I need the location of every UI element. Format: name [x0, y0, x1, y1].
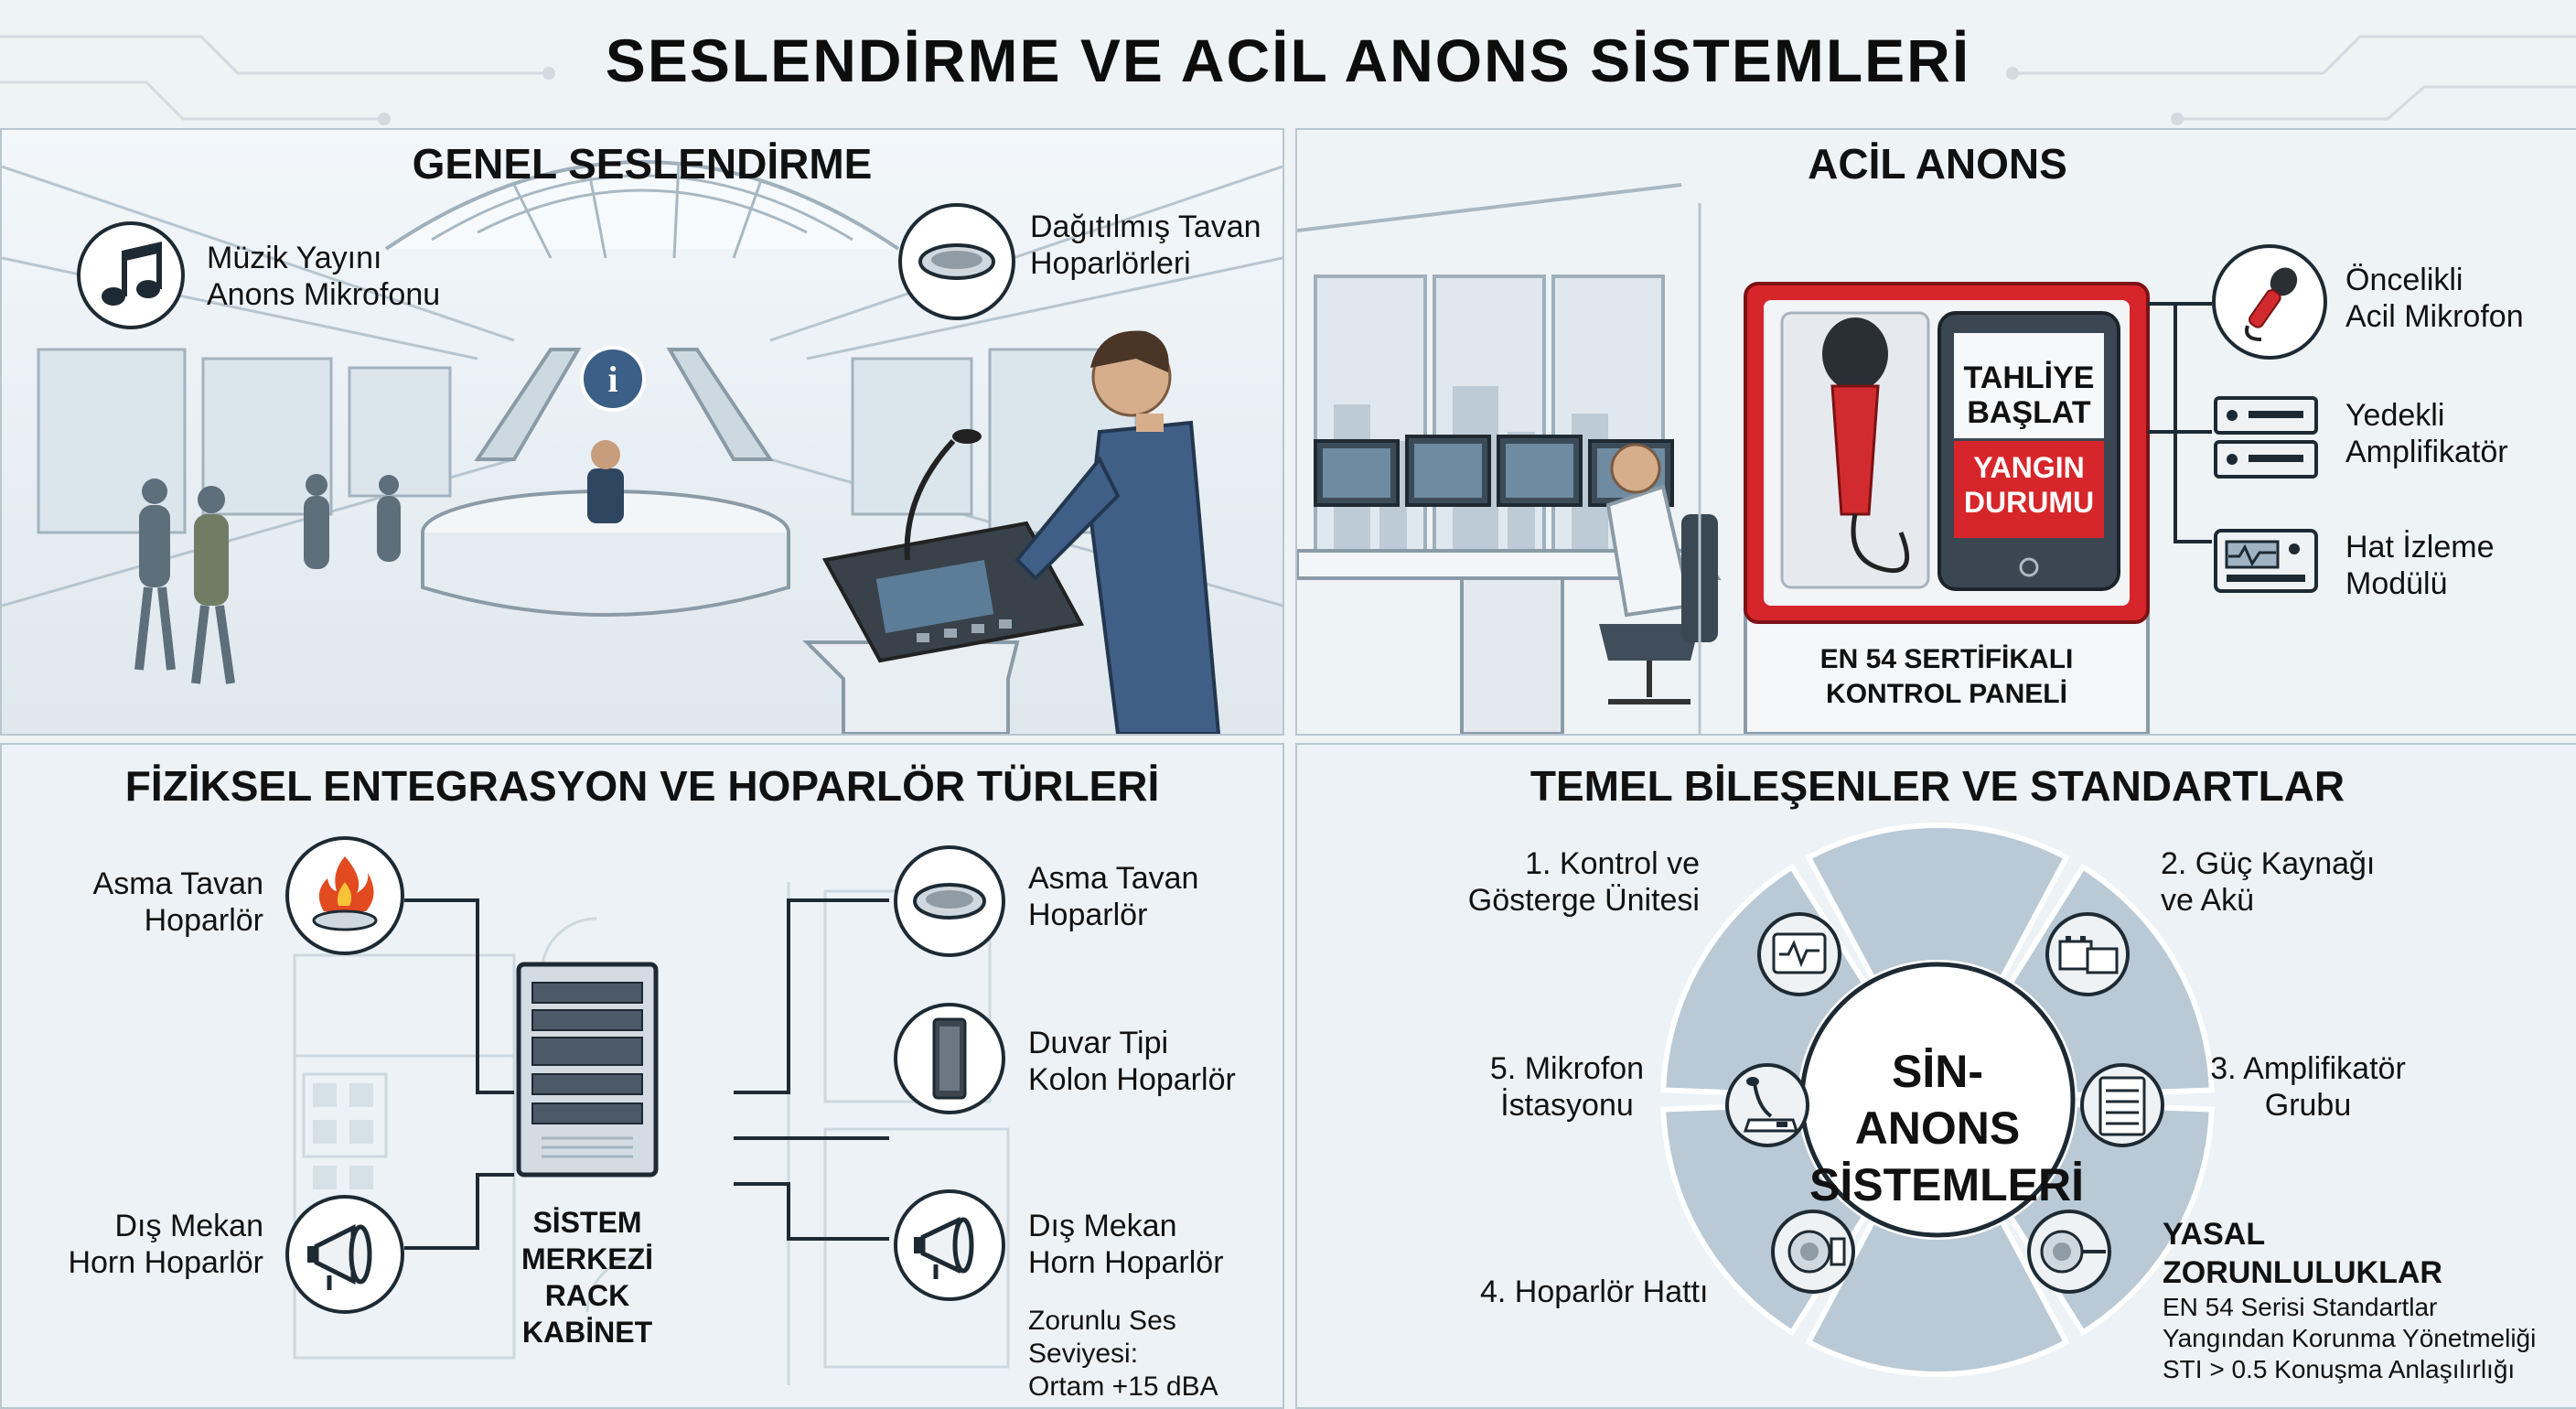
- component-3-label: 3. Amplifikatör Grubu: [2203, 1050, 2413, 1124]
- legal-item-2: Yangından Korunma Yönetmeliği: [2163, 1324, 2537, 1352]
- control-room-illustration: [1297, 130, 2576, 734]
- legal-item-3: STI > 0.5 Konuşma Anlaşılırlığı: [2163, 1355, 2516, 1383]
- panel-general-announcement: i GENEL SESLENDİRME Müzik Yayını: [0, 128, 1284, 736]
- component-4-label: 4. Hoparlör Hattı: [1480, 1275, 1709, 1309]
- component-5-line2: İstasyonu: [1500, 1088, 1634, 1123]
- red-microphone-icon: [2212, 244, 2327, 360]
- priority-mic-line2: Acil Mikrofon: [2345, 299, 2524, 334]
- evacuate-label-line1: TAHLİYE: [1963, 360, 2095, 395]
- component-3-line1: 3. Amplifikatör: [2210, 1051, 2406, 1086]
- right-horn-line1: Dış Mekan: [1028, 1209, 1177, 1243]
- amplifier-rack-icon: [2214, 396, 2318, 479]
- panel-physical-integration: FİZİKSEL ENTEGRASYON VE HOPARLÖR TÜRLERİ…: [0, 743, 1284, 1409]
- redundant-amp-label: Yedekli Amplifikatör: [2345, 397, 2508, 470]
- panel-title-general: GENEL SESLENDİRME: [412, 140, 873, 188]
- legal-title: YASAL ZORUNLULUKLAR: [2163, 1217, 2442, 1290]
- panel-components-standards: TEMEL BİLEŞENLER VE STANDARTLAR SİN-ANON…: [1295, 743, 2576, 1409]
- right-horn-speaker-label: Dış Mekan Horn Hoparlör: [1028, 1208, 1224, 1281]
- music-note-icon: [77, 221, 185, 329]
- redundant-amp-line1: Yedekli: [2345, 398, 2445, 433]
- mall-scene-illustration: i: [2, 130, 1283, 734]
- column-line1: Duvar Tipi: [1028, 1026, 1169, 1060]
- control-unit-icon: [1757, 912, 1841, 996]
- legal-requirements-block: YASAL ZORUNLULUKLAR EN 54 Serisi Standar…: [2163, 1215, 2547, 1385]
- rack-cabinet-caption: SİSTEM MERKEZİ RACK KABİNET: [496, 1204, 679, 1350]
- music-label-line2: Anons Mikrofonu: [207, 277, 441, 312]
- priority-mic-line1: Öncelikli: [2345, 263, 2463, 297]
- component-5-line1: 5. Mikrofon: [1489, 1051, 1645, 1086]
- column-line2: Kolon Hoparlör: [1028, 1062, 1236, 1097]
- battery-icon: [2045, 912, 2130, 996]
- page-title: SESLENDİRME VE ACİL ANONS SİSTEMLERİ: [605, 27, 1971, 94]
- right-ceiling-line2: Hoparlör: [1028, 898, 1148, 932]
- left-top-line1: Asma Tavan: [92, 866, 263, 901]
- center-title-line1: SİN-ANONS: [1854, 1046, 2021, 1154]
- rack-caption-line1: SİSTEM MERKEZİ: [521, 1206, 653, 1275]
- amplifier-group-icon: [2080, 1063, 2164, 1147]
- component-1-line1: 1. Kontrol ve: [1525, 846, 1700, 881]
- component-3-line2: Grubu: [2264, 1088, 2352, 1123]
- fire-alert-line2: DURUMU: [1963, 486, 2095, 519]
- control-panel-caption-line1: EN 54 SERTİFİKALI: [1819, 644, 2074, 674]
- fire-alert-status: YANGIN DURUMU: [1954, 450, 2104, 520]
- panel-title-integration: FİZİKSEL ENTEGRASYON VE HOPARLÖR TÜRLERİ: [124, 762, 1160, 810]
- control-panel-caption-line2: KONTROL PANELİ: [1826, 679, 2067, 709]
- legal-item-1: EN 54 Serisi Standartlar: [2163, 1293, 2438, 1321]
- left-ceiling-speaker-label: Asma Tavan Hoparlör: [57, 866, 263, 939]
- evacuate-start-button[interactable]: TAHLİYE BAŞLAT: [1954, 360, 2104, 430]
- component-2-label: 2. Güç Kaynağı ve Akü: [2161, 845, 2375, 919]
- music-broadcast-label: Müzik Yayını Anons Mikrofonu: [207, 240, 440, 313]
- right-ceiling-line1: Asma Tavan: [1028, 861, 1199, 896]
- microphone-station-icon: [1725, 1063, 1809, 1147]
- redundant-amp-line2: Amplifikatör: [2345, 435, 2508, 469]
- column-speaker-label: Duvar Tipi Kolon Hoparlör: [1028, 1025, 1236, 1098]
- right-horn-speaker-icon: [894, 1189, 1005, 1301]
- ceiling-speakers-label: Dağıtılmış Tavan Hoparlörleri: [1030, 209, 1261, 282]
- column-speaker-icon: [894, 1003, 1005, 1114]
- component-1-line2: Gösterge Ünitesi: [1467, 883, 1700, 918]
- fire-alert-line1: YANGIN: [1973, 451, 2085, 484]
- right-horn-line2: Horn Hoparlör: [1028, 1245, 1224, 1280]
- svg-text:i: i: [607, 359, 617, 400]
- right-ceiling-speaker-label: Asma Tavan Hoparlör: [1028, 860, 1198, 933]
- component-1-label: 1. Kontrol ve Gösterge Ünitesi: [1434, 845, 1700, 919]
- component-2-line1: 2. Güç Kaynağı: [2161, 846, 2376, 881]
- line-monitor-icon: [2214, 529, 2318, 593]
- left-bottom-line1: Dış Mekan: [114, 1209, 264, 1243]
- panel-title-standards: TEMEL BİLEŞENLER VE STANDARTLAR: [1530, 762, 2345, 810]
- speaker-line-icon: [1771, 1210, 1855, 1294]
- panel-emergency-announcement: ACİL ANONS TAHLİYE BAŞLAT YANGIN DURUMU …: [1295, 128, 2576, 736]
- line-monitor-line1: Hat İzleme: [2345, 530, 2495, 565]
- left-top-line2: Hoparlör: [144, 903, 263, 938]
- left-horn-speaker-label: Dış Mekan Horn Hoparlör: [38, 1208, 263, 1281]
- component-5-label: 5. Mikrofon İstasyonu: [1471, 1050, 1663, 1124]
- rack-caption-line2: RACK KABİNET: [521, 1279, 653, 1349]
- sound-level-note: Zorunlu Ses Seviyesi: Ortam +15 dBA: [1028, 1305, 1283, 1404]
- horn-speaker-icon: [285, 1195, 404, 1314]
- ceiling-label-line1: Dağıtılmış Tavan: [1030, 210, 1261, 244]
- line-monitor-label: Hat İzleme Modülü: [2345, 529, 2495, 602]
- floor-plan-diagram: [293, 882, 1010, 1385]
- priority-mic-label: Öncelikli Acil Mikrofon: [2345, 262, 2524, 335]
- ceiling-label-line2: Hoparlörleri: [1030, 246, 1191, 281]
- wheel-center-title: SİN-ANONS SİSTEMLERİ: [1809, 1043, 2085, 1213]
- speaker-cable-icon: [2027, 1210, 2111, 1294]
- right-ceiling-speaker-icon: [894, 845, 1005, 957]
- fire-ceiling-speaker-icon: [285, 836, 404, 955]
- music-label-line1: Müzik Yayını: [207, 241, 382, 275]
- control-panel-caption: EN 54 SERTİFİKALI KONTROL PANELİ: [1745, 642, 2148, 712]
- center-title-line2: SİSTEMLERİ: [1809, 1159, 2085, 1210]
- sound-level-line2: Ortam +15 dBA: [1028, 1371, 1218, 1402]
- line-monitor-line2: Modülü: [2345, 566, 2448, 601]
- components-wheel-diagram: [1660, 823, 2215, 1377]
- sound-level-line1: Zorunlu Ses Seviyesi:: [1028, 1306, 1176, 1369]
- evacuate-label-line2: BAŞLAT: [1967, 395, 2091, 430]
- ceiling-speaker-icon: [898, 203, 1015, 320]
- component-2-line2: ve Akü: [2161, 883, 2255, 918]
- left-bottom-line2: Horn Hoparlör: [68, 1245, 263, 1280]
- panel-title-emergency: ACİL ANONS: [1808, 140, 2067, 188]
